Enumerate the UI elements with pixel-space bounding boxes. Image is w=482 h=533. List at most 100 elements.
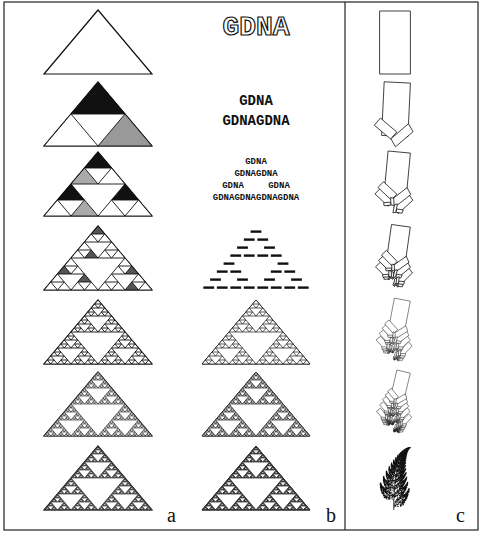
sub-triangle: [232, 475, 234, 476]
sub-triangle: [280, 483, 282, 484]
sub-triangle: [112, 402, 115, 404]
sub-triangle: [89, 504, 91, 505]
sub-triangle: [85, 476, 87, 477]
sub-triangle: [135, 426, 138, 428]
sub-triangle: [113, 424, 116, 426]
sub-triangle: [264, 476, 266, 477]
sub-triangle: [229, 418, 232, 420]
sub-triangle: [230, 480, 232, 481]
sub-triangle: [105, 430, 108, 432]
sub-triangle: [85, 250, 99, 258]
sub-triangle: [125, 344, 132, 348]
sub-triangle: [143, 504, 145, 505]
sub-triangle: [108, 499, 110, 500]
sub-triangle: [276, 402, 279, 404]
sub-triangle: [47, 430, 50, 432]
sub-triangle: [83, 493, 85, 494]
sub-triangle: [90, 502, 92, 503]
sub-triangle: [128, 434, 131, 436]
sub-triangle: [226, 418, 229, 420]
sub-triangle: [98, 386, 101, 388]
sub-triangle: [61, 491, 63, 492]
sub-triangle: [121, 482, 123, 483]
sub-triangle: [136, 508, 138, 509]
sub-triangle: [291, 432, 294, 434]
sub-triangle: [119, 476, 121, 477]
sub-triangle: [58, 282, 72, 290]
sub-triangle: [48, 504, 50, 505]
sub-triangle: [99, 460, 101, 461]
sub-triangle: [64, 418, 67, 420]
sub-triangle: [91, 402, 94, 404]
sub-triangle: [139, 496, 141, 497]
sub-triangle: [81, 426, 84, 428]
sub-triangle: [122, 476, 124, 477]
sub-triangle: [249, 503, 251, 504]
sub-triangle: [62, 492, 64, 493]
sub-triangle: [283, 360, 290, 364]
sub-triangle: [237, 488, 239, 489]
sub-triangle: [106, 400, 109, 402]
sub-triangle: [85, 426, 88, 428]
sub-triangle: [140, 424, 143, 426]
sub-triangle: [280, 402, 283, 404]
sub-triangle: [79, 424, 82, 426]
sub-triangle: [239, 426, 242, 428]
sub-triangle: [118, 410, 121, 412]
sub-triangle: [282, 478, 284, 479]
sub-triangle: [73, 400, 76, 402]
sub-triangle: [101, 398, 104, 400]
sub-triangle: [205, 430, 208, 432]
sub-triangle: [226, 406, 229, 408]
sub-triangle: [216, 508, 218, 509]
sub-triangle: [219, 499, 221, 500]
sub-triangle: [44, 282, 58, 290]
sub-triangle: [260, 452, 262, 453]
sub-triangle: [94, 450, 96, 451]
sub-triangle: [113, 400, 116, 402]
sub-triangle: [63, 412, 66, 414]
sub-triangle: [210, 504, 212, 505]
sub-triangle: [105, 394, 108, 396]
sub-triangle: [264, 424, 267, 426]
sub-triangle: [48, 508, 50, 509]
sub-triangle: [81, 507, 83, 508]
sub-triangle: [119, 484, 121, 485]
sub-triangle: [112, 508, 114, 509]
sub-triangle: [236, 430, 239, 432]
sub-triangle: [101, 386, 104, 388]
gdna-mark: [257, 254, 268, 256]
sub-triangle: [106, 508, 108, 509]
sub-triangle: [239, 402, 242, 404]
sub-triangle: [86, 392, 89, 394]
sub-triangle: [280, 484, 282, 485]
sub-triangle: [125, 410, 128, 412]
triangle-outline: [44, 300, 152, 364]
sub-triangle: [89, 468, 91, 469]
sub-triangle: [131, 486, 133, 487]
sub-triangle: [75, 492, 77, 493]
sub-triangle: [217, 497, 219, 498]
sub-triangle: [140, 432, 143, 434]
sub-triangle: [85, 496, 87, 497]
sub-triangle: [79, 400, 82, 402]
sub-triangle: [118, 503, 120, 504]
sub-triangle: [251, 473, 253, 474]
sub-triangle: [139, 282, 153, 290]
sub-triangle: [142, 507, 144, 508]
sub-triangle: [276, 398, 279, 400]
sub-triangle: [82, 464, 84, 465]
sub-triangle: [273, 467, 275, 468]
sub-triangle: [145, 434, 148, 436]
sub-triangle: [216, 418, 219, 420]
sub-triangle: [106, 472, 108, 473]
sub-triangle: [112, 464, 114, 465]
sub-triangle: [54, 348, 61, 352]
sub-triangle: [115, 467, 117, 468]
sub-triangle: [125, 360, 132, 364]
sub-triangle: [115, 507, 117, 508]
sub-triangle: [232, 418, 235, 420]
sub-triangle: [62, 500, 64, 501]
sub-triangle: [92, 476, 94, 477]
sub-triangle: [251, 457, 253, 458]
